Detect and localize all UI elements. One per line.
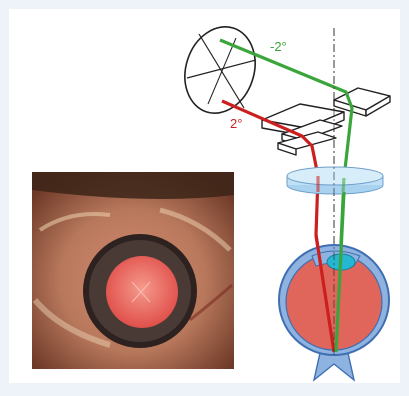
green-angle-label: -2° — [270, 39, 287, 54]
lens-icon — [287, 167, 383, 194]
rotating-mirror-icon — [174, 18, 266, 123]
pupil — [106, 256, 178, 328]
red-angle-label: 2° — [230, 116, 242, 131]
eye-fundus-photo — [32, 172, 234, 369]
prism-icon — [262, 88, 390, 155]
